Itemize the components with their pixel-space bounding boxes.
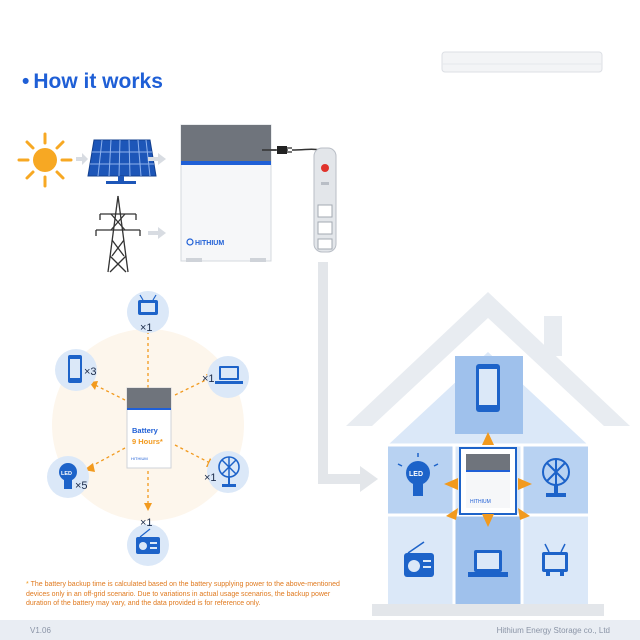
footnote: * The battery backup time is calculated … [26,580,356,609]
hub-laptop: ×1 [202,356,249,398]
hub-tv: ×1 [127,291,169,334]
brand-label: HITHIUM [195,240,224,247]
hub-fan: ×1 [204,451,249,493]
house-led-text: LED [409,471,423,478]
house-tv-icon [542,543,568,576]
power-strip-icon [313,147,337,253]
house-led-bulb-icon: LED [397,453,439,496]
house-arrows [444,432,532,527]
hub-radio: ×1 [127,517,169,566]
led-count: ×5 [75,480,88,492]
footer-bar [0,620,640,640]
company-label: Hithium Energy Storage co., Ltd [496,626,610,635]
power-pylon-icon [95,195,141,273]
house-battery: HITHIUM [459,447,517,515]
hub-battery: Battery 9 Hours* HITHIUM [126,387,172,469]
led-text: LED [61,471,72,477]
version-label: V1.06 [30,626,51,635]
radio-count: ×1 [140,517,153,529]
hub-brand: HITHIUM [131,456,148,461]
footnote-star: * [26,581,29,588]
hub-connectors [89,330,211,505]
flow-arrow-grid [148,227,166,239]
title-bullet: • [22,70,30,93]
house-radio-icon [404,541,434,577]
hub-led-bulb: LED ×5 [47,456,89,498]
main-battery-unit: HITHIUM [180,124,272,262]
battery-caption: Battery [132,426,159,435]
tv-count: ×1 [140,322,153,334]
section-title: •How it works [22,70,163,94]
house-fan-icon [542,458,570,497]
flow-arrow-solar [148,153,166,165]
house-brand: HITHIUM [470,499,491,505]
hub-phone: ×3 [55,349,97,391]
footnote-text: The battery backup time is calculated ba… [26,581,340,607]
product-edge-top [441,51,603,73]
phone-count: ×3 [84,366,97,378]
house-laptop-icon [468,550,508,577]
title-text: How it works [33,70,163,93]
solar-panel-icon [87,139,157,184]
house-phone-icon [476,364,500,412]
power-flow-arrow [318,262,378,492]
laptop-count: ×1 [202,373,215,385]
flow-arrow-sun [76,153,88,165]
battery-hours: 9 Hours* [132,437,163,446]
sun-icon [17,132,73,188]
fan-count: ×1 [204,472,217,484]
